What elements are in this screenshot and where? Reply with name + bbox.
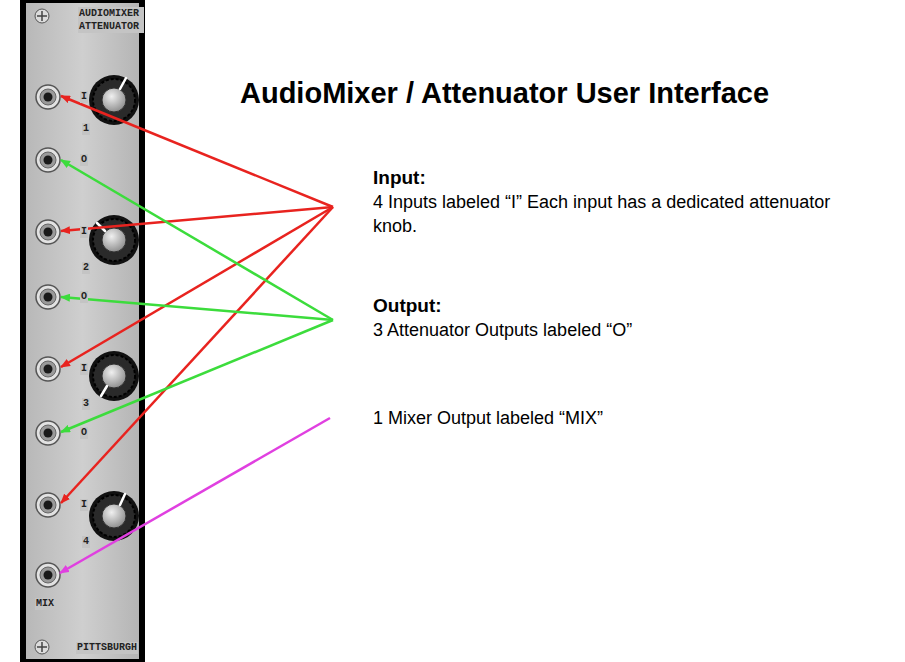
jack-label: I	[80, 499, 88, 511]
description-text: 3 Attenuator Outputs labeled “O”	[373, 318, 632, 342]
jack-label: I	[80, 226, 88, 238]
panel-backing	[20, 0, 145, 662]
description-text: 4 Inputs labeled “I” Each input has a de…	[373, 190, 868, 238]
jack-label: MIX	[35, 598, 55, 610]
panel-screw	[35, 9, 49, 23]
section-heading: Input:	[373, 166, 426, 189]
diagram-title: AudioMixer / Attenuator User Interface	[240, 76, 769, 110]
jack-label: I	[80, 363, 88, 375]
description-text: 1 Mixer Output labeled “MIX”	[373, 406, 603, 430]
jack-label: I	[80, 91, 88, 103]
jack-socket	[36, 148, 60, 172]
jack-label: O	[80, 291, 88, 303]
input-arrows	[61, 96, 333, 503]
jack-socket	[36, 493, 60, 517]
attenuator-knob	[89, 215, 139, 265]
section-heading: Output:	[373, 294, 442, 317]
attenuator-knob	[89, 351, 139, 401]
module-name: AUDIOMIXER ATTENUATOR	[78, 7, 144, 33]
channel-number: 2	[82, 262, 90, 274]
maker-name: PITTSBURGH	[76, 642, 138, 654]
jack-socket	[36, 563, 60, 587]
attenuator-knob	[89, 491, 139, 541]
channel-number: 3	[82, 398, 90, 410]
jack-socket	[36, 220, 60, 244]
output-arrows	[61, 160, 333, 432]
panel-screw	[35, 640, 49, 654]
jack-label: O	[80, 154, 88, 166]
channel-number: 1	[82, 123, 90, 135]
channel-number: 4	[82, 536, 90, 548]
jack-socket	[36, 421, 60, 445]
jack-label: O	[80, 427, 88, 439]
jack-socket	[36, 285, 60, 309]
jack-socket	[36, 357, 60, 381]
jack-socket	[36, 85, 60, 109]
mix-arrow	[60, 418, 330, 573]
